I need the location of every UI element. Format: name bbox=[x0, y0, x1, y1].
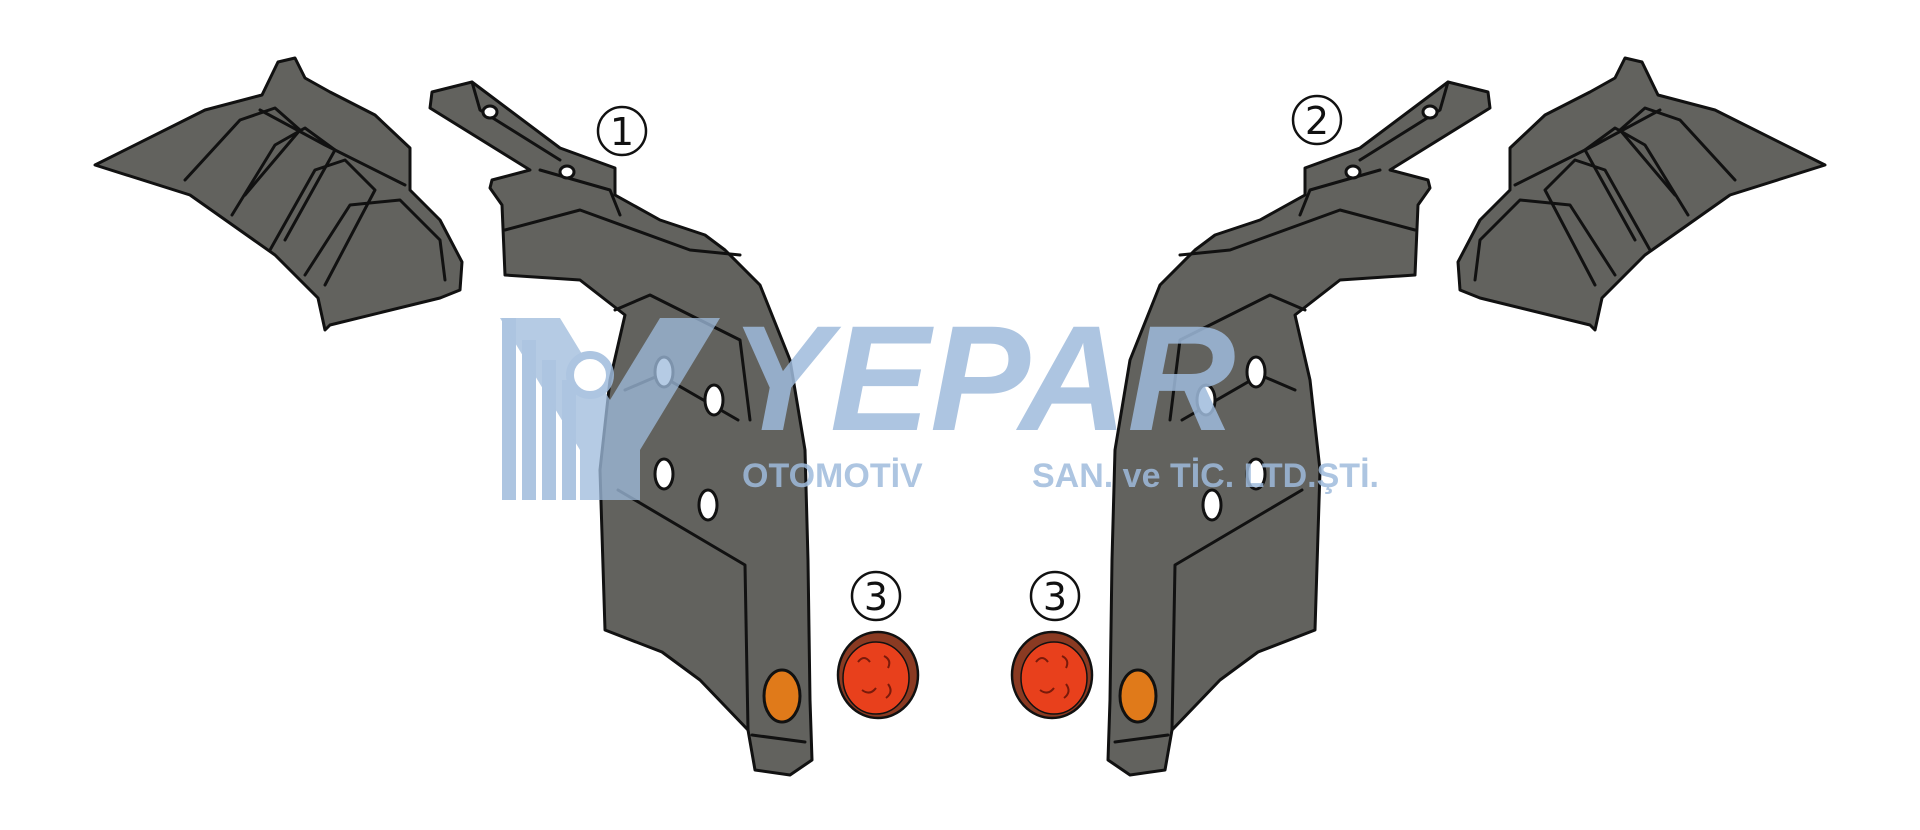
right-main-fender bbox=[1106, 80, 1492, 777]
left-fender-extension bbox=[93, 56, 464, 332]
watermark: YEPAR OTOMOTİV SAN. ve TİC. LTD.ŞTİ. bbox=[500, 294, 1379, 500]
watermark-line-left: OTOMOTİV bbox=[742, 457, 923, 495]
callout-label-3-left: 3 bbox=[850, 570, 902, 622]
right-side-marker bbox=[1118, 668, 1158, 724]
watermark-logo-icon bbox=[500, 318, 720, 500]
callout-label-1: 1 bbox=[596, 105, 648, 157]
reflector-right bbox=[1010, 630, 1094, 720]
reflector-left bbox=[836, 630, 920, 720]
watermark-brand: YEPAR bbox=[730, 294, 1236, 462]
left-side-marker bbox=[762, 668, 802, 724]
right-fender-extension bbox=[1456, 56, 1827, 332]
watermark-line-right: SAN. ve TİC. LTD.ŞTİ. bbox=[1032, 457, 1379, 495]
callout-label-2: 2 bbox=[1291, 94, 1343, 146]
callout-label-3-right-text: 3 bbox=[1043, 575, 1067, 619]
callout-label-1-text: 1 bbox=[610, 110, 634, 154]
callout-label-3-right: 3 bbox=[1029, 570, 1081, 622]
callout-label-3-left-text: 3 bbox=[864, 575, 888, 619]
callout-label-2-text: 2 bbox=[1305, 99, 1329, 143]
